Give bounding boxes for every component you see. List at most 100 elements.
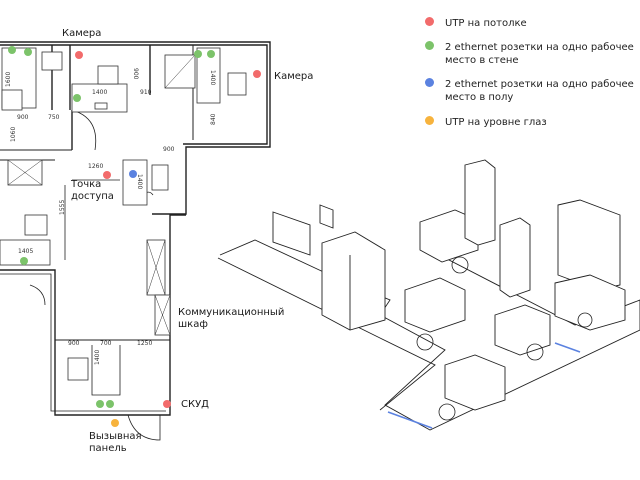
marker-blue [129, 170, 137, 178]
dim-1400: 1400 [92, 89, 107, 96]
label-camera-right: Камера [274, 71, 314, 82]
dim-1400: 1400 [136, 174, 143, 189]
label-access-point: Точка доступа [71, 179, 114, 203]
iso-chair-base [438, 403, 456, 421]
marker-green [106, 400, 114, 408]
chair-bottom [67, 357, 89, 381]
dim-910: 910 [140, 89, 152, 96]
legend-item-red: UTP на потолке [425, 17, 527, 30]
wall-right-vertical [169, 214, 186, 290]
iso-desk [444, 354, 506, 411]
iso-chair-base [577, 312, 593, 328]
marker-yellow [111, 419, 119, 427]
label-call-panel: Вызывная панель [89, 431, 142, 455]
desk-access [122, 159, 148, 206]
iso-cabinet-tall3 [557, 199, 621, 291]
iso-desk [272, 211, 311, 256]
marker-red-camera-top [75, 51, 83, 59]
iso-chair-base [526, 343, 544, 361]
legend-label: 2 ethernet розетки на одно рабочее [445, 42, 634, 53]
dim-700: 700 [100, 340, 112, 347]
door-arc [29, 284, 46, 306]
marker-green [24, 48, 32, 56]
stair-diag [164, 54, 196, 89]
label-call-panel-line1: Вызывная [89, 431, 142, 442]
legend-item-blue: 2 ethernet розетки на одно рабочее место… [425, 78, 634, 104]
iso-desk [419, 209, 479, 263]
chair-desk-top [97, 65, 119, 85]
drawer-top [94, 102, 108, 110]
cross [7, 159, 43, 186]
door-arc [127, 414, 161, 441]
dim-750: 750 [48, 114, 60, 121]
label-skud: СКУД [181, 399, 209, 410]
marker-green [73, 94, 81, 102]
dim-900: 900 [132, 68, 139, 80]
wall-lower2 [0, 273, 166, 412]
iso-wardrobe [321, 231, 386, 331]
blue-dot-icon [425, 78, 434, 87]
green-dot-icon [425, 41, 434, 50]
chair-lower [24, 214, 48, 236]
desk-right [196, 47, 221, 104]
iso-desk-corner [554, 274, 626, 331]
marker-green [96, 400, 104, 408]
wall-outer [0, 44, 268, 145]
dim-1400: 1400 [94, 350, 101, 365]
iso-desk [404, 277, 466, 333]
dim-1060: 1060 [10, 127, 17, 142]
dim-900: 900 [68, 340, 80, 347]
wall-outer [0, 41, 271, 215]
legend-item-green: 2 ethernet розетки на одно рабочее место… [425, 41, 634, 67]
dim-840: 840 [210, 113, 217, 125]
iso-floor-outline [219, 239, 640, 431]
legend-label-line2: место в полу [445, 92, 514, 103]
label-comm-cabinet: Коммуникационный шкаф [178, 307, 284, 331]
iso-blue-wall [554, 342, 581, 353]
marker-green [207, 50, 215, 58]
cross [154, 294, 171, 336]
legend-label: 2 ethernet розетки на одно рабочее [445, 79, 634, 90]
dim-900: 900 [17, 114, 29, 121]
label-access-point-line2: доступа [71, 191, 114, 202]
label-camera-top: Камера [62, 28, 102, 39]
iso-chair [319, 204, 334, 229]
dim-1260: 1260 [88, 163, 103, 170]
iso-floor-outline2 [217, 257, 436, 411]
label-comm-cabinet-line2: шкаф [178, 319, 208, 330]
dim-1600: 1600 [5, 72, 12, 87]
legend-label-line2: место в стене [445, 55, 519, 66]
marker-red-access-point [103, 171, 111, 179]
marker-green [194, 50, 202, 58]
legend-item-yellow: UTP на уровне глаз [425, 116, 547, 129]
legend-label: UTP на потолке [445, 18, 527, 29]
iso-chair-base [416, 333, 434, 351]
iso-desk [494, 304, 551, 356]
legend-label: UTP на уровне глаз [445, 117, 547, 128]
yellow-dot-icon [425, 116, 434, 125]
dim-900: 900 [163, 146, 175, 153]
marker-green [20, 257, 28, 265]
chair-top [41, 51, 63, 71]
dim-1400: 1400 [209, 70, 216, 85]
cross [146, 239, 166, 296]
dim-1555: 1555 [59, 200, 66, 215]
wall-bottom-room-desk [91, 345, 121, 396]
chair-right [227, 72, 247, 96]
dim-1250: 1250 [137, 340, 152, 347]
marker-red-skud [163, 400, 171, 408]
dim-1405: 1405 [18, 248, 33, 255]
label-call-panel-line2: панель [89, 443, 127, 454]
marker-green [8, 46, 16, 54]
iso-cabinet-tall2 [499, 217, 531, 298]
cabinet-left-room [1, 89, 23, 111]
wall-lower [0, 269, 171, 416]
label-comm-cabinet-line1: Коммуникационный [178, 307, 285, 318]
red-dot-icon [425, 17, 434, 26]
label-access-point-line1: Точка [71, 179, 102, 190]
iso-cabinet-tall [464, 159, 496, 246]
marker-red-camera-right [253, 70, 261, 78]
iso-blue-wall [387, 411, 433, 429]
